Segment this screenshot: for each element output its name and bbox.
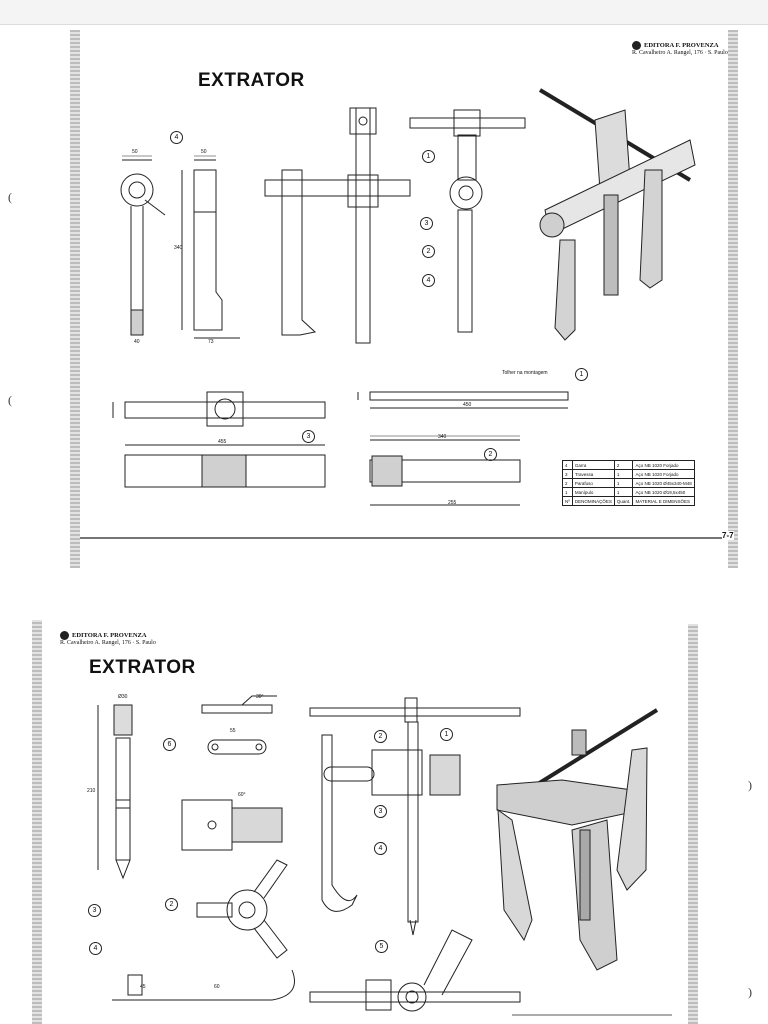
dimension-label: 45 <box>140 984 146 990</box>
callout-4: 4 <box>374 842 387 855</box>
page-title: EXTRATOR <box>198 70 305 91</box>
dimension-label: Ø30 <box>118 694 128 700</box>
part-2-hub-view <box>196 859 288 959</box>
callout-2b: 2 <box>165 898 178 911</box>
document-page-1: EXTRATOR EDITORA F. PROVENZA R. Cavalhei… <box>70 30 738 568</box>
part-4-hook-view <box>112 969 295 1001</box>
margin-mark: ) <box>748 778 752 792</box>
technical-drawing-2 <box>97 695 672 1016</box>
dimension-label: 55 <box>230 728 236 734</box>
assembly-front-view <box>309 697 521 936</box>
callout-3: 3 <box>420 217 433 230</box>
part-6-link-view <box>201 695 277 755</box>
part-3-screw-view <box>97 704 133 880</box>
publisher-logo-icon <box>60 631 69 640</box>
dimension-label: 340 <box>174 245 183 251</box>
publisher-header: EDITORA F. PROVENZA R. Cavalheiro A. Ran… <box>632 41 728 57</box>
binding-stripe-left <box>70 30 80 568</box>
assembly-front-view <box>264 107 411 344</box>
dimension-label: 60 <box>214 984 220 990</box>
dimension-label: 30° <box>256 694 264 700</box>
publisher-name: EDITORA F. PROVENZA <box>644 41 719 49</box>
assembly-note: Tolher na montagem <box>502 370 548 376</box>
callout-4: 4 <box>170 131 183 144</box>
part-4-claw-side-view <box>181 159 240 339</box>
binding-stripe-left <box>32 620 42 1024</box>
callout-1b: 1 <box>575 368 588 381</box>
margin-mark: ( <box>8 393 12 407</box>
isometric-assembly-view <box>538 88 696 341</box>
publisher-address: R. Cavalheiro A. Rangel, 176 · S. Paulo <box>632 50 728 56</box>
technical-drawing-1 <box>80 88 725 539</box>
dimension-label: 340 <box>438 434 447 440</box>
dimension-label: 50 <box>132 149 138 155</box>
dimension-label: 73 <box>208 339 214 345</box>
callout-3b: 3 <box>88 904 101 917</box>
publisher-address: R. Cavalheiro A. Rangel, 176 · S. Paulo <box>60 640 156 646</box>
dimension-label: 210 <box>87 788 96 794</box>
dimension-label: 455 <box>218 439 227 445</box>
part-detail-block <box>181 799 283 851</box>
callout-2b: 2 <box>484 448 497 461</box>
callout-1: 1 <box>440 728 453 741</box>
callout-2: 2 <box>374 730 387 743</box>
page-title: EXTRATOR <box>89 657 196 678</box>
assembly-side-view <box>409 109 526 333</box>
page-number: 7-7 <box>722 531 734 540</box>
part-1-handle-view <box>357 391 569 409</box>
publisher-name: EDITORA F. PROVENZA <box>72 631 147 639</box>
part-3-crossbar-view <box>112 391 326 488</box>
callout-3: 3 <box>374 805 387 818</box>
dimension-label: 50 <box>201 149 207 155</box>
publisher-logo-icon <box>632 41 641 50</box>
callout-4b: 4 <box>89 942 102 955</box>
part-2-screw-view <box>369 439 521 506</box>
viewer-toolbar <box>0 0 768 25</box>
isometric-assembly-view <box>496 708 659 971</box>
part-5-star-view <box>309 929 521 1012</box>
callout-1: 1 <box>422 150 435 163</box>
dimension-label: 40 <box>134 339 140 345</box>
part-4-claw-front-view <box>120 159 166 336</box>
binding-stripe-right <box>688 624 698 1024</box>
callout-6: 6 <box>163 738 176 751</box>
binding-stripe-right <box>728 30 738 568</box>
callout-2: 2 <box>422 245 435 258</box>
publisher-header: EDITORA F. PROVENZA R. Cavalheiro A. Ran… <box>60 631 156 647</box>
callout-5: 5 <box>375 940 388 953</box>
dimension-label: 60° <box>238 792 246 798</box>
callout-3b: 3 <box>302 430 315 443</box>
dimension-label: 255 <box>448 500 457 506</box>
margin-mark: ) <box>748 985 752 999</box>
dimension-label: 450 <box>463 402 472 408</box>
margin-mark: ( <box>8 190 12 204</box>
callout-4b: 4 <box>422 274 435 287</box>
document-page-2: EDITORA F. PROVENZA R. Cavalheiro A. Ran… <box>32 620 700 1024</box>
